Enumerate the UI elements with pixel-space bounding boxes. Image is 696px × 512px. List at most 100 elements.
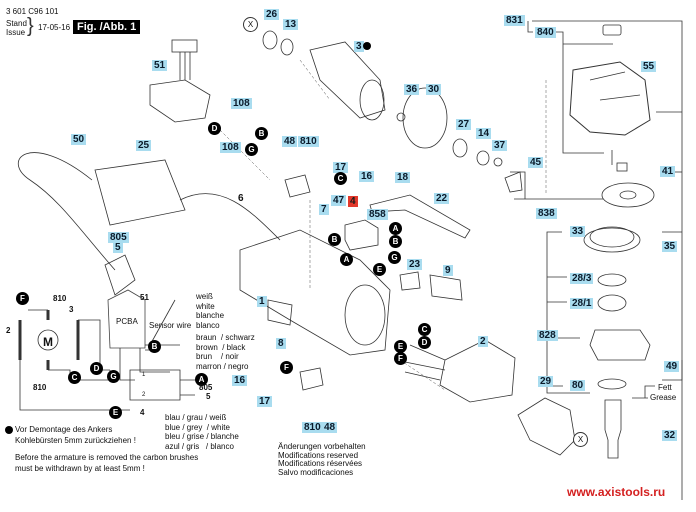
part-label-13[interactable]: 13 — [283, 19, 299, 30]
part-label-29[interactable]: 29 — [538, 376, 554, 387]
part-label-810-bottom[interactable]: 810 — [302, 422, 323, 433]
wiring-label-805: 805 — [199, 383, 213, 392]
figure-label: Fig. /Abb. 1 — [73, 20, 141, 34]
wiring-label-810-bottom: 810 — [33, 383, 47, 392]
note-german: Vor Demontage des Ankers Kohlebürsten 5m… — [15, 425, 136, 445]
wiring-label-3: 3 — [69, 305, 74, 314]
connector-a-housing: A — [340, 253, 353, 266]
part-label-48-bottom[interactable]: 48 — [322, 422, 338, 433]
plug-shape — [104, 254, 136, 296]
wiring-connector-g: G — [107, 370, 120, 383]
part-label-32[interactable]: 32 — [662, 430, 678, 441]
part-label-3[interactable]: 3 — [354, 41, 364, 52]
part-label-16-bottom[interactable]: 16 — [232, 375, 248, 386]
part-label-16-top[interactable]: 16 — [359, 171, 375, 182]
switch-pin-1: 1 — [142, 372, 146, 378]
part-label-28-3[interactable]: 28/3 — [570, 273, 594, 284]
part-label-51[interactable]: 51 — [152, 60, 168, 71]
part-label-80[interactable]: 80 — [570, 380, 586, 391]
part-label-23[interactable]: 23 — [407, 259, 423, 270]
part-label-41[interactable]: 41 — [660, 166, 676, 177]
part-label-37[interactable]: 37 — [492, 140, 508, 151]
wiring-white-legend: weiß white blanche blanco — [196, 292, 225, 330]
part-label-5-plug[interactable]: 5 — [113, 242, 123, 253]
bracket-840-line — [556, 31, 604, 154]
part-label-47[interactable]: 47 — [331, 195, 347, 206]
connector-a-switch: A — [389, 222, 402, 235]
wiring-connector-c: C — [68, 371, 81, 384]
part-label-14[interactable]: 14 — [476, 128, 492, 139]
part-label-35[interactable]: 35 — [662, 241, 678, 252]
part-label-840[interactable]: 840 — [535, 27, 556, 38]
part-label-17-bottom[interactable]: 17 — [257, 396, 273, 407]
part-label-36[interactable]: 36 — [404, 84, 420, 95]
part-label-30[interactable]: 30 — [426, 84, 442, 95]
part-label-831[interactable]: 831 — [504, 15, 525, 26]
connector-c-stator: C — [418, 323, 431, 336]
wiring-label-810-top: 810 — [53, 294, 67, 303]
part-label-33[interactable]: 33 — [570, 226, 586, 237]
part-label-838[interactable]: 838 — [536, 208, 557, 219]
wiring-connector-e: E — [109, 406, 122, 419]
part-label-49[interactable]: 49 — [664, 361, 680, 372]
watermark-link[interactable]: www.axistools.ru — [567, 485, 666, 499]
marker-x-top: X — [243, 17, 258, 32]
wiring-motor-symbol — [37, 329, 59, 351]
part-label-7[interactable]: 7 — [319, 204, 329, 215]
motor-housing-shape — [239, 229, 391, 356]
note-bullet-icon — [5, 426, 13, 434]
switch-shape — [344, 219, 379, 251]
wiring-label-4: 4 — [140, 408, 145, 417]
part-label-28-1[interactable]: 28/1 — [570, 298, 594, 309]
part-label-22[interactable]: 22 — [434, 193, 450, 204]
part-label-805-plug[interactable]: 805 — [108, 232, 129, 243]
connector-f-brush: F — [280, 361, 293, 374]
part-label-55[interactable]: 55 — [641, 61, 657, 72]
connector-d-stator: D — [418, 336, 431, 349]
connector-c-brush: C — [334, 172, 347, 185]
part-number: 3 601 C96 101 — [6, 7, 59, 16]
part-label-858[interactable]: 858 — [367, 209, 388, 220]
stator-shape — [439, 339, 516, 403]
part-label-810-top[interactable]: 810 — [298, 136, 319, 147]
part-label-50[interactable]: 50 — [71, 134, 87, 145]
part-label-6[interactable]: 6 — [238, 193, 244, 204]
part-label-8[interactable]: 8 — [276, 338, 286, 349]
grease-label-de: Fett — [658, 383, 672, 392]
part-label-828[interactable]: 828 — [537, 330, 558, 341]
stand-label: Stand — [6, 19, 27, 28]
wiring-connector-f: F — [16, 292, 29, 305]
part-label-26[interactable]: 26 — [264, 9, 280, 20]
bracket-831-line — [532, 20, 683, 500]
gear-housing-shape — [569, 61, 651, 136]
connector-b-switch: B — [389, 235, 402, 248]
part-label-4[interactable]: 4 — [348, 196, 358, 207]
connector-b-module: B — [255, 127, 268, 140]
bracket-828-line — [546, 231, 590, 394]
rear-cover-shape — [94, 159, 186, 226]
part-label-108-top[interactable]: 108 — [231, 98, 252, 109]
wiring-sensor-wire-label: Sensor wire — [149, 321, 192, 330]
bracket-831-tick — [527, 21, 533, 33]
brace-symbol: } — [27, 15, 34, 37]
connector-d-module: D — [208, 122, 221, 135]
part-label-9[interactable]: 9 — [443, 265, 453, 276]
part-label-48-top[interactable]: 48 — [282, 136, 298, 147]
spindle-shape — [604, 399, 622, 459]
part-label-108-bottom[interactable]: 108 — [220, 142, 241, 153]
part-label-18[interactable]: 18 — [395, 172, 411, 183]
wiring-blue-legend: blau / grau / weiß blue / grey / white b… — [165, 413, 239, 451]
switch-pin-2: 2 — [142, 392, 146, 398]
wiring-label-5: 5 — [206, 392, 211, 401]
wiring-pcba-label: PCBA — [116, 317, 138, 326]
part-label-25[interactable]: 25 — [136, 140, 152, 151]
part-label-1[interactable]: 1 — [257, 296, 267, 307]
part-label-27[interactable]: 27 — [456, 119, 472, 130]
part-label-2[interactable]: 2 — [478, 336, 488, 347]
connector-g-switch: G — [388, 251, 401, 264]
wiring-pcba-box — [107, 289, 146, 349]
part-label-45[interactable]: 45 — [528, 157, 544, 168]
part-label-17-top[interactable]: 17 — [333, 162, 349, 173]
wiring-label-2: 2 — [6, 326, 11, 335]
wiring-brown-legend: braun / schwarz brown / black brun / noi… — [196, 333, 255, 371]
